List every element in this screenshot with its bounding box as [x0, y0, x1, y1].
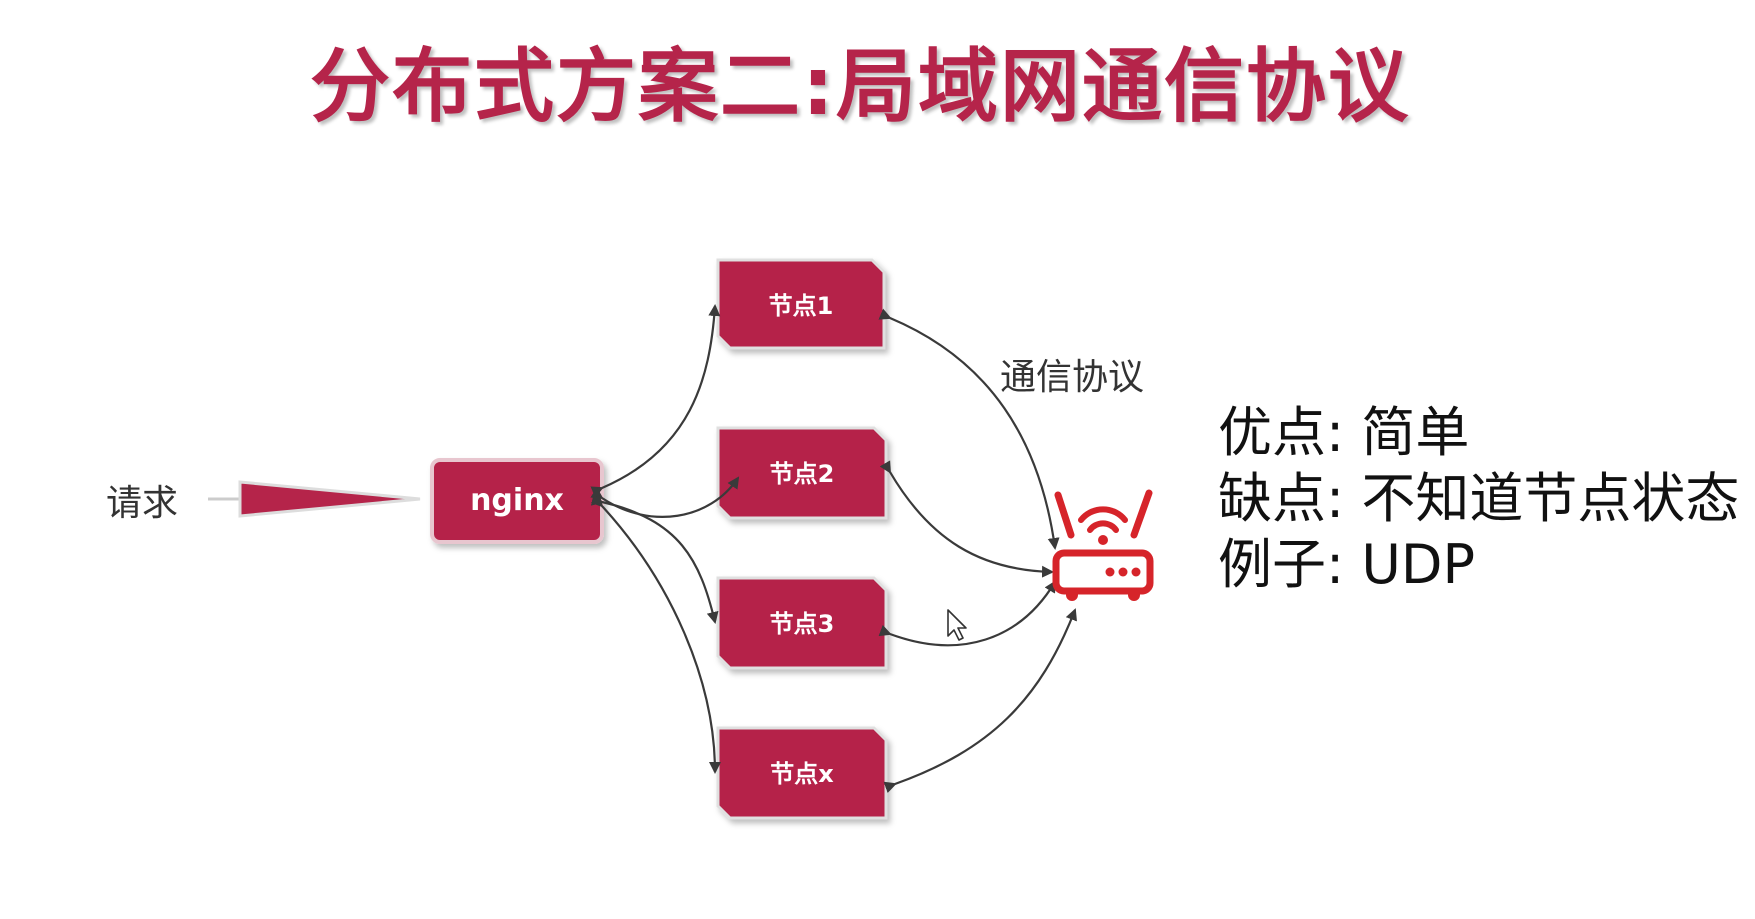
info-panel: 优点: 简单 缺点: 不知道节点状态 例子: UDP: [1218, 400, 1739, 598]
connector-node3-router: [878, 580, 1057, 647]
example-text: 例子: UDP: [1218, 533, 1476, 596]
nginx-label: nginx: [470, 483, 564, 518]
connector-node2-router: [879, 460, 1054, 578]
node-3-label: 节点3: [770, 610, 835, 638]
connector-nodex-router: [883, 608, 1077, 794]
page-title: 分布式方案二:局域网通信协议: [310, 40, 1410, 133]
connector-nginx-nodex: [590, 494, 721, 774]
node-x-label: 节点x: [770, 760, 834, 788]
cons-text: 缺点: 不知道节点状态: [1218, 467, 1740, 530]
protocol-label: 通信协议: [1000, 357, 1145, 398]
node-2-label: 节点2: [770, 460, 835, 488]
pros-text: 优点: 简单: [1218, 401, 1470, 464]
node-x: [716, 726, 888, 820]
wifi-router-icon: [1052, 489, 1154, 601]
node-1-label: 节点1: [769, 292, 834, 320]
request-label: 请求: [106, 483, 179, 524]
request-arrow: [208, 480, 421, 518]
mouse-cursor-icon: [947, 609, 967, 641]
connector-nginx-node3: [590, 493, 719, 624]
connector-nginx-node1: [590, 304, 721, 498]
